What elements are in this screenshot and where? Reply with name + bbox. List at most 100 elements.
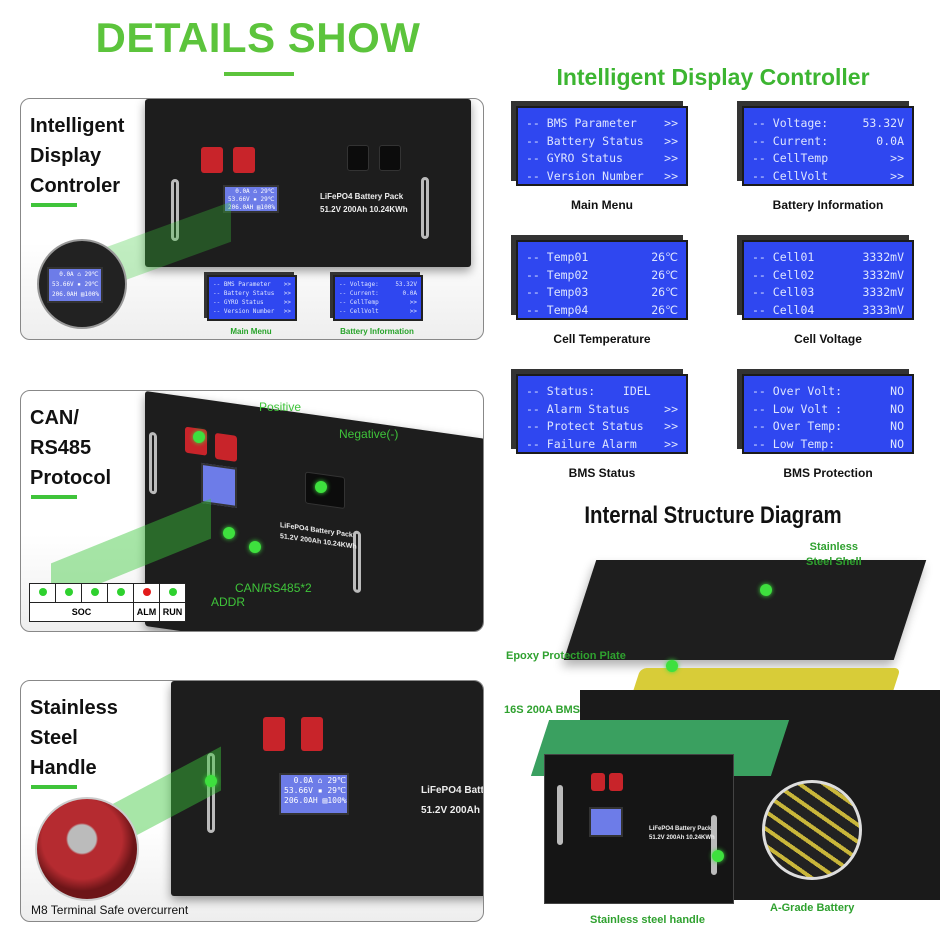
handle-marker (205, 775, 217, 787)
accent-bar (31, 495, 77, 499)
zoom-circle: 0.0A ⌂ 29℃ 53.66V ▪ 29℃ 206.0AH ▤100% (37, 239, 127, 329)
row-label: -- Version Number (526, 168, 644, 183)
row-label: -- Low Volt : (752, 401, 843, 416)
screen-row: -- Battery Status>> (526, 133, 678, 151)
label-line: Controler (30, 175, 120, 197)
mini-caption: Battery Information (340, 327, 414, 336)
screen-row: -- Voltage:53.32V (339, 280, 417, 289)
screen-row: -- CellVolt>> (339, 307, 417, 316)
row-value: >> (409, 299, 417, 306)
row-label: -- Over Temp: (752, 419, 843, 433)
label-line: CAN/ (30, 407, 79, 429)
screen-body: -- Status: IDEL-- Alarm Status>>-- Prote… (516, 374, 688, 454)
row-label: -- Cell02 (752, 267, 815, 282)
shell-marker (760, 584, 772, 596)
accent-bar (31, 203, 77, 207)
handle (149, 431, 157, 495)
screen-row: -- GYRO Status >> (213, 298, 291, 307)
callout-can: CAN/RS485*2 (235, 581, 312, 595)
led-alm (142, 588, 151, 596)
callout-positive: Positive (259, 400, 302, 414)
row-value: >> (664, 168, 678, 183)
row-value: >> (283, 299, 291, 306)
positive-terminal (201, 147, 223, 173)
negative-terminal (379, 145, 401, 171)
screen-row: -- Protect Status>> (526, 418, 678, 436)
pack-line: 51.2V 200Ah 10.24KWh (320, 205, 408, 214)
lcd-line: 53.66V ▪ 29℃ (284, 786, 346, 795)
row-value: 3333mV (862, 302, 904, 317)
run-label: RUN (159, 602, 186, 622)
lcd-display-zoom: 0.0A ⌂ 29℃ 53.66V ▪ 29℃ 206.0AH ▤100% (47, 267, 103, 303)
row-label: -- Status: IDEL (526, 384, 651, 398)
lcd-line: 206.0AH ▤100% (52, 291, 99, 298)
lcd-line: 53.66V ▪ 29℃ (52, 281, 99, 288)
screen-row: -- Low Temp:NO (752, 436, 904, 454)
row-label: -- Temp02 (526, 267, 589, 282)
label-line: RS485 (30, 437, 92, 459)
row-label: -- CellTemp (752, 151, 829, 165)
screen-row: -- Failure Alarm>> (526, 436, 678, 454)
lcd-screen-bms-protection: -- Over Volt:NO-- Low Volt :NO-- Over Te… (742, 374, 914, 480)
row-value: >> (890, 151, 904, 165)
mini-caption: Main Menu (230, 327, 272, 336)
led-soc-4 (116, 588, 125, 596)
row-label: -- Failure Alarm (526, 436, 637, 451)
lcd-line: 53.66V ▪ 29℃ (228, 196, 275, 203)
row-value: 26℃ (651, 285, 678, 299)
row-value: NO (890, 384, 904, 398)
screen-caption: Battery Information (772, 198, 884, 212)
positive-marker (193, 431, 205, 443)
negative-marker (315, 481, 327, 493)
lcd-line: 206.0AH ▤100% (228, 204, 275, 211)
label-line: Display (30, 145, 102, 167)
row-label: -- Cell03 (752, 285, 815, 299)
screen-caption: Cell Temperature (553, 332, 651, 346)
led-soc-1 (38, 588, 47, 596)
positive-terminal (215, 432, 237, 462)
soc-label: SOC (29, 602, 134, 622)
row-value: >> (283, 308, 291, 315)
label-line: Protocol (30, 467, 112, 489)
addr-marker (223, 527, 235, 539)
row-label: -- Temp01 (526, 250, 589, 264)
screen-row: -- Over Temp:NO (752, 418, 904, 436)
screen-row: -- Battery Status>> (213, 289, 291, 298)
main-title: DETAILS SHOW (95, 14, 421, 61)
row-value: >> (664, 401, 678, 416)
structure-title: Internal Structure Diagram (584, 502, 842, 529)
led-indicator-table: SOC ALM RUN (29, 583, 186, 622)
row-label: -- CellVolt (339, 308, 379, 315)
lcd-line: 0.0A ⌂ 29℃ (228, 188, 275, 195)
lcd-screen-battery-information: -- Voltage:53.32V-- Current:0.0A-- CellT… (742, 106, 914, 212)
pack-line: LiFePO4 Battery Pack (320, 192, 404, 201)
controller-title: Intelligent Display Controller (556, 64, 870, 90)
can-marker (249, 541, 261, 553)
row-label: -- CellVolt (752, 168, 829, 183)
callout-addr: ADDR (211, 595, 246, 609)
label-line: Stainless (30, 697, 118, 719)
screen-body: -- Over Volt:NO-- Low Volt :NO-- Over Te… (742, 374, 914, 454)
screen-row: -- Low Volt :NO (752, 401, 904, 419)
internal-structure-diagram: Stainless Steel Shell Epoxy Protection P… (500, 540, 940, 940)
row-value: >> (664, 116, 678, 130)
row-value: >> (283, 281, 291, 288)
row-label: -- Current: (339, 290, 379, 297)
label-line: Steel (30, 727, 78, 749)
row-label: -- Cell01 (752, 250, 815, 264)
screen-row: -- BMS Parameter>> (213, 280, 291, 289)
screen-caption: Main Menu (571, 198, 633, 212)
led-run (168, 588, 177, 596)
screen-row: -- Version Number>> (213, 307, 291, 316)
row-label: -- Voltage: (752, 116, 829, 130)
row-label: -- GYRO Status (213, 299, 264, 306)
lcd-line: 0.0A ⌂ 29℃ (52, 271, 99, 278)
row-value: >> (664, 133, 678, 148)
